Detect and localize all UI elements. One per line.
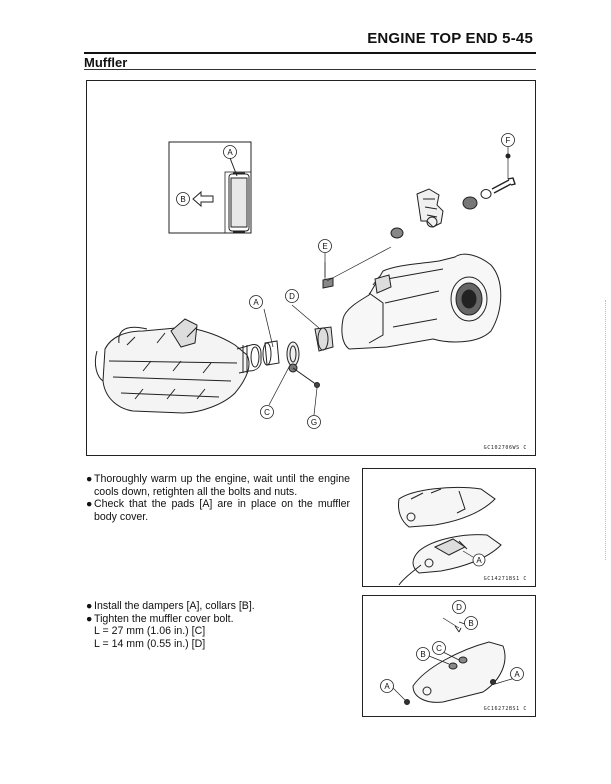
callout-b-inset: B: [180, 195, 185, 204]
dampers-callout-a: A: [384, 682, 390, 691]
instruction-bullet: ● Tighten the muffler cover bolt.: [86, 613, 350, 626]
instruction-bullet: ● Thoroughly warm up the engine, wait un…: [86, 473, 350, 498]
page-edge-mark: [605, 300, 607, 560]
pads-figure-code: GC14271BS1 C: [483, 576, 527, 582]
section-rule: [84, 69, 536, 70]
page-header-title: ENGINE TOP END 5-45: [367, 30, 533, 47]
bullet-glyph: ●: [86, 600, 93, 612]
figure-code: GC102706WS C: [483, 445, 527, 451]
dampers-figure: D B B C A A GC16272BS1 C: [362, 595, 536, 717]
dampers-callout-a: A: [514, 670, 520, 679]
instruction-text: Check that the pads [A] are in place on …: [94, 498, 350, 523]
instruction-text: Install the dampers [A], collars [B].: [94, 600, 255, 612]
callout-c: C: [264, 408, 270, 417]
instruction-text: Thoroughly warm up the engine, wait unti…: [94, 473, 350, 498]
callout-g: G: [311, 418, 317, 427]
callout-a-inset: A: [227, 148, 233, 157]
dampers-callout-d: D: [456, 603, 462, 612]
spec-line: L = 14 mm (0.55 in.) [D]: [94, 637, 206, 650]
pads-callout-a: A: [476, 556, 482, 565]
muffler-exploded-figure: A B F E A D C G GC102706WS C: [86, 80, 536, 456]
dampers-figure-code: GC16272BS1 C: [483, 706, 527, 712]
bullet-glyph: ●: [86, 498, 93, 511]
dampers-callout-b: B: [420, 650, 425, 659]
callout-a: A: [253, 298, 259, 307]
dampers-drawing: D B B C A A: [380, 600, 524, 705]
bullet-glyph: ●: [86, 473, 93, 485]
instruction-bullet: ● Check that the pads [A] are in place o…: [86, 498, 350, 523]
callout-e: E: [322, 242, 327, 251]
pads-figure: A GC14271BS1 C: [362, 468, 536, 587]
callout-d: D: [289, 292, 295, 301]
pads-drawing: A: [398, 487, 502, 586]
dampers-callout-c: C: [436, 644, 442, 653]
callout-f: F: [506, 136, 511, 145]
instruction-bullet: ● Install the dampers [A], collars [B].: [86, 600, 350, 613]
section-title: Muffler: [84, 55, 128, 70]
spec-line: L = 27 mm (1.06 in.) [C]: [94, 625, 206, 638]
dampers-callout-b: B: [468, 619, 473, 628]
header-rule: [84, 52, 536, 54]
instruction-block-1: ● Thoroughly warm up the engine, wait un…: [86, 473, 350, 523]
muffler-exploded-drawing: A B F E A D C G: [94, 133, 516, 429]
instruction-block-2: ● Install the dampers [A], collars [B]. …: [86, 600, 350, 650]
instruction-text: Tighten the muffler cover bolt.: [94, 612, 234, 625]
bullet-glyph: ●: [86, 612, 93, 625]
